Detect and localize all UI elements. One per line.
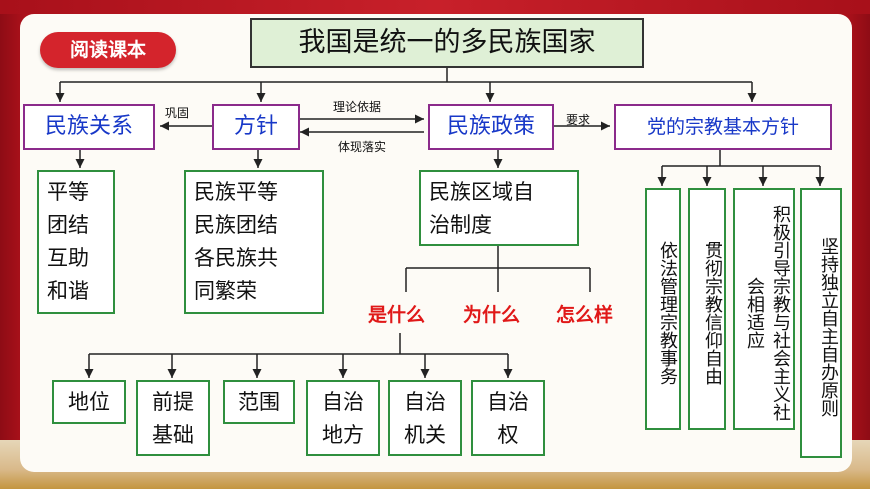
question-what: 是什么 — [368, 304, 426, 326]
label-theory-basis: 理论依据 — [333, 100, 382, 114]
bottom-box-autonomous-organ: 自治 机关 — [388, 380, 462, 456]
principle-item: 各民族共 — [194, 246, 278, 270]
guideline-box: 方针 — [212, 104, 300, 150]
main-title-box: 我国是统一的多民族国家 — [250, 18, 644, 68]
bottom-box-premise: 前提 基础 — [136, 380, 210, 456]
bottom-box-line: 前提 — [152, 390, 194, 414]
bottom-box-scope: 范围 — [223, 380, 295, 424]
top-frame — [0, 0, 870, 14]
label-require: 要求 — [566, 113, 591, 127]
bottom-box-autonomous-right: 自治 权 — [471, 380, 545, 456]
bottom-box-line: 自治 — [322, 390, 364, 414]
question-how: 怎么样 — [556, 304, 614, 326]
bottom-box-line: 权 — [497, 423, 519, 447]
bottom-box-line: 范围 — [238, 390, 280, 414]
read-textbook-badge: 阅读课本 — [40, 32, 176, 68]
relation-items-box: 平等 团结 互助 和谐 — [37, 170, 115, 314]
bottom-box-line: 自治 — [404, 390, 446, 414]
label-consolidate: 巩固 — [165, 106, 190, 120]
bottom-box-status: 地位 — [52, 380, 126, 424]
religion-col-freedom: 贯彻宗教信仰自由 — [688, 188, 726, 430]
ethnic-policy-box: 民族政策 — [428, 104, 554, 150]
religion-policy-box: 党的宗教基本方针 — [614, 104, 832, 150]
relation-item: 平等 — [47, 180, 89, 204]
principle-item: 民族团结 — [194, 213, 278, 237]
relation-item: 团结 — [47, 213, 89, 237]
bottom-box-line: 机关 — [404, 423, 446, 447]
religion-col-manage: 依法管理宗教事务 — [645, 188, 681, 430]
policy-item: 民族区域自 — [429, 180, 534, 204]
bottom-box-line: 自治 — [487, 390, 529, 414]
policy-item: 治制度 — [429, 213, 492, 237]
bottom-box-line: 基础 — [152, 423, 194, 447]
label-embody: 体现落实 — [338, 140, 387, 154]
bottom-box-line: 地方 — [322, 423, 364, 447]
regional-autonomy-box: 民族区域自 治制度 — [419, 170, 579, 246]
principle-items-box: 民族平等 民族团结 各民族共 同繁荣 — [184, 170, 324, 314]
religion-col-adapt: 积极引导宗教与社会主义社会相适应 — [733, 188, 795, 430]
bottom-box-line: 地位 — [68, 390, 110, 414]
question-why: 为什么 — [463, 304, 521, 326]
principle-item: 民族平等 — [194, 180, 278, 204]
relation-item: 和谐 — [47, 279, 89, 303]
religion-col-independent: 坚持独立自主自办原则 — [800, 188, 842, 458]
relation-item: 互助 — [47, 246, 89, 270]
principle-item: 同繁荣 — [194, 279, 257, 303]
ethnic-relations-box: 民族关系 — [23, 104, 155, 150]
bottom-box-autonomous-area: 自治 地方 — [306, 380, 380, 456]
